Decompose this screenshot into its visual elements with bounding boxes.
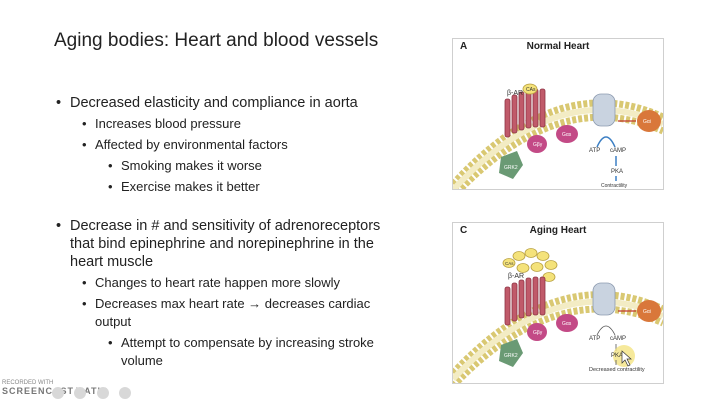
mouse-pointer-icon [621,350,632,367]
grk-shape [499,151,523,179]
gai-label: Gαi [643,119,651,125]
bullet-max-heart-rate: Decreases max heart rate → decreases car… [56,295,386,331]
pka-label-c: PKA [611,353,623,359]
bullet-smoking: Smoking makes it worse [56,157,386,175]
panel-label-a: A [460,41,468,52]
grk-label-c: GRK2 [504,353,518,359]
gbg-label: Gβγ [533,142,543,148]
aging-heart-diagram: CAs β-AR Gβγ Gαs Gαi GRK2 ATP cAMP [453,248,663,383]
atp-camp-arrow [596,136,616,148]
camp-label: cAMP [610,148,626,154]
prev-slide-icon[interactable] [52,387,64,399]
outcome-label-c: Decreased contractility [589,367,645,373]
ca-label: CAs [526,87,536,93]
ca-label-c: CAs [505,261,514,266]
gas-label: Gαs [562,132,572,138]
membrane-inner [455,113,663,189]
bullet-heart-rate: Changes to heart rate happen more slowly [56,274,386,292]
watermark-line1: RECORDED WITH [2,380,54,386]
outcome-label: Contractility [601,183,628,189]
membrane-core [453,106,663,189]
watermark-line2: SCREENCAST [2,386,75,396]
figure-aging-heart: CAs β-AR Gβγ Gαs Gαi GRK2 ATP cAMP [452,222,664,384]
watermark-line3: MATIC [75,386,109,396]
bullet-environmental: Affected by environmental factors [56,136,386,154]
camp-label-c: cAMP [610,336,626,342]
more-icon[interactable] [119,387,132,399]
watermark: RECORDED WITH SCREENCAST MATIC [2,379,109,397]
bullet-exercise: Exercise makes it better [56,178,386,196]
adenylyl-cyclase-shape [592,93,616,127]
menu-icon[interactable] [96,387,109,399]
pka-label: PKA [611,169,623,175]
receptor-label-c: β-AR [508,273,524,280]
slide-title: Aging bodies: Heart and blood vessels [54,30,379,51]
gas-shape [556,125,578,143]
gai-shape [637,110,661,132]
atp-label: ATP [589,148,600,154]
slide-controls [52,386,137,404]
panel-label-c: C [460,225,468,236]
panel-title-a: Normal Heart [526,41,590,52]
bullet-adrenoreceptors: Decrease in # and sensitivity of adrenor… [56,217,386,271]
panel-title-c: Aging Heart [529,225,587,236]
gas-label-c: Gαs [562,321,572,327]
catecholamine-shape [522,83,538,95]
membrane-outer [453,99,663,187]
grk-label: GRK2 [504,165,518,171]
bullet-list: Decreased elasticity and compliance in a… [56,94,386,373]
normal-heart-diagram: CAs β-AR Gβγ Gαs Gαi GRK2 ATP cAMP PKA C… [453,83,663,189]
bullet-stroke-volume: Attempt to compensate by increasing stro… [56,334,386,370]
gbg-label-c: Gβγ [533,330,543,336]
bullet-aorta: Decreased elasticity and compliance in a… [56,94,386,112]
catecholamine-cluster [502,248,558,282]
beta-receptor-shape [504,88,546,138]
receptor-label: β-AR [507,90,523,97]
gbg-shape [527,135,547,153]
gai-label-c: Gαi [643,309,651,315]
bullet-blood-pressure: Increases blood pressure [56,115,386,133]
figure-normal-heart: CAs β-AR Gβγ Gαs Gαi GRK2 ATP cAMP PKA C… [452,38,664,190]
atp-label-c: ATP [589,336,600,342]
next-slide-icon[interactable] [74,387,87,399]
